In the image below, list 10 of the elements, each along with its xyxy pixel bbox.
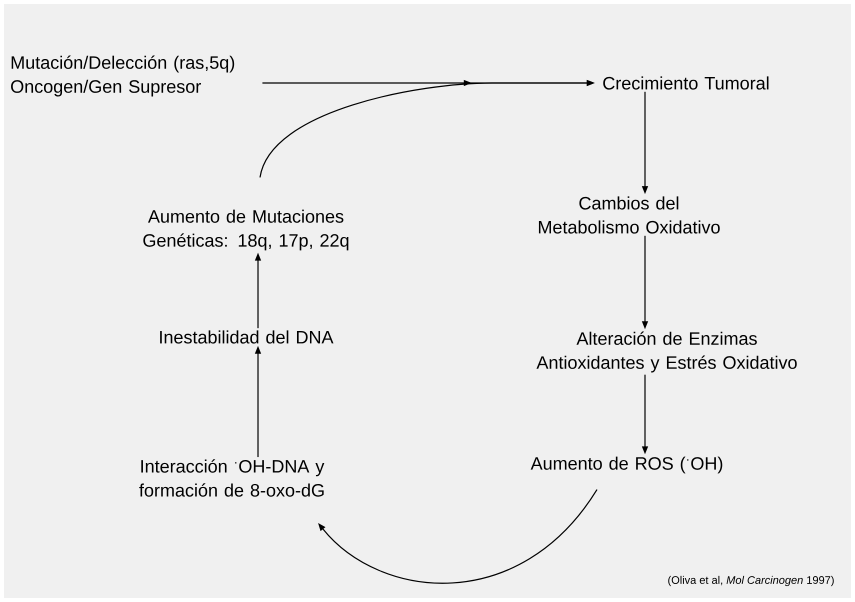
step-text: Crecimiento Tumoral	[603, 76, 768, 90]
step-text: Cambios del Metabolismo Oxidativo	[538, 196, 720, 234]
arrow	[318, 489, 598, 584]
step-text: Mutación/Delección (ras,5q) Oncogen/Gen Supresor	[11, 56, 234, 96]
step-text: Inestabilidad del DNA	[160, 330, 334, 344]
step-text: Interacción $^{·}$OH-DNA y formación de 8-oxo-dG	[139, 459, 324, 497]
step-text: Aumento de Mutaciones Genéticas: 18q, 17p, 22q	[143, 210, 348, 250]
citation: (Oliva et al, Mol Carcinogen 1997)	[668, 576, 834, 586]
step-text: Aumento de ROS ($^{·}$OH)	[530, 456, 722, 474]
step-text: Alteración de Enzimas Antioxidantes y Estrés Oxidativo	[536, 332, 797, 372]
